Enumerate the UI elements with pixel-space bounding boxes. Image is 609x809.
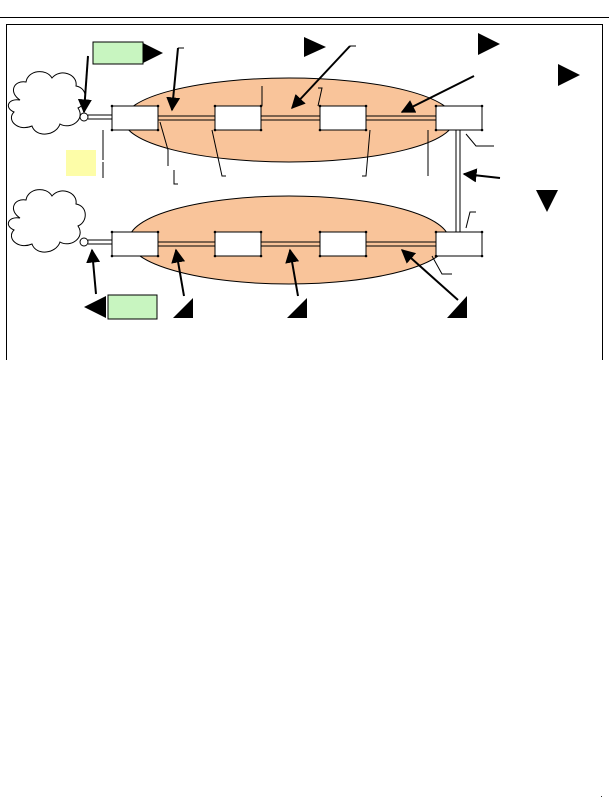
cloud-icon	[7, 71, 86, 135]
arrow-icon	[285, 248, 300, 297]
label-box	[107, 294, 158, 320]
cloud-icon	[7, 189, 86, 253]
arrow-icon	[462, 168, 501, 183]
leader-line	[211, 129, 226, 177]
node-box	[435, 105, 483, 131]
connector-icon	[79, 237, 89, 247]
node-box	[435, 231, 483, 257]
arrow-icon	[77, 55, 92, 114]
node-box	[111, 231, 159, 257]
page-header-rule	[0, 17, 609, 18]
node-box	[214, 231, 262, 257]
network-diagram	[7, 33, 580, 320]
node-box	[111, 105, 159, 131]
leader-line	[362, 129, 371, 177]
triangle-marker-icon	[536, 190, 558, 212]
label-box	[92, 41, 144, 65]
arrow-icon	[291, 45, 351, 110]
arrow-icon	[400, 75, 475, 113]
leader-line	[465, 133, 494, 147]
leader-line	[317, 87, 323, 107]
triangle-marker-icon	[84, 296, 106, 318]
triangle-marker-icon	[447, 296, 467, 318]
triangle-marker-icon	[143, 43, 163, 63]
node-box	[319, 231, 367, 257]
triangle-marker-icon	[287, 298, 307, 318]
lower-ring	[128, 195, 450, 285]
arrow-icon	[400, 249, 459, 301]
triangle-marker-icon	[558, 64, 580, 86]
triangle-marker-icon	[304, 37, 326, 57]
connector-icon	[79, 112, 89, 122]
leader-line	[431, 255, 452, 275]
leader-line	[465, 211, 476, 229]
node-box	[319, 105, 367, 131]
leader-line	[159, 121, 169, 166]
note-box	[66, 150, 96, 176]
figure-frame	[6, 24, 603, 360]
arrow-icon	[166, 47, 181, 112]
node-box	[214, 105, 262, 131]
triangle-marker-icon	[478, 33, 500, 55]
arrow-icon	[171, 248, 186, 297]
triangle-marker-icon	[173, 298, 193, 318]
page-mark: ·	[600, 791, 603, 801]
arrow-icon	[86, 248, 101, 295]
leader-line	[173, 170, 178, 185]
